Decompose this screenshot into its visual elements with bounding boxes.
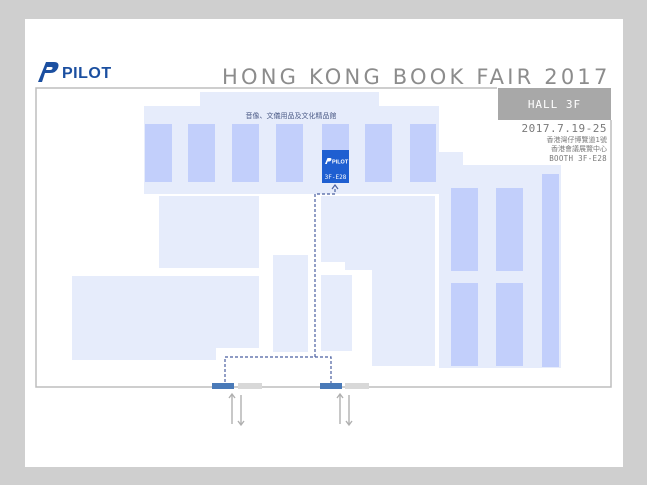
hall-zone: [72, 276, 259, 360]
pilot-logo-icon: [38, 62, 59, 82]
booth-block: [232, 124, 259, 182]
hall-zone: [321, 196, 435, 366]
booth-block: [276, 124, 303, 182]
area-label: 音像、文儀用品及文化精品館: [246, 111, 337, 120]
up-arrow-icon: [336, 392, 344, 424]
hall-zone: [200, 92, 379, 106]
route-arrow-icon: [331, 184, 339, 190]
down-arrow-icon: [237, 395, 245, 427]
route-path: [224, 189, 336, 383]
booth-block: [451, 283, 478, 366]
booth-block: [542, 174, 559, 367]
event-info: 2017.7.19-25 香港灣仔博覽道1號 香港會議展覽中心 BOOTH 3F…: [496, 122, 607, 164]
booth-code: 3F-E28: [325, 174, 347, 181]
booth-block: [451, 188, 478, 271]
hall-zone: [273, 255, 308, 352]
booth-block: [145, 124, 172, 182]
entrance-inactive: [238, 383, 262, 389]
hall-label: HALL 3F: [498, 88, 611, 120]
venue-address: 香港灣仔博覽道1號: [546, 136, 607, 144]
hall-zone: [159, 196, 259, 268]
down-arrow-icon: [345, 395, 353, 427]
booth-number: BOOTH 3F-E28: [549, 154, 607, 163]
booth-block: [188, 124, 215, 182]
booth-block: [365, 124, 392, 182]
brand-name: PILOT: [62, 65, 112, 82]
highlight-booth[interactable]: [322, 150, 349, 183]
entrance-inactive: [345, 383, 369, 389]
hall-outline: [35, 87, 612, 388]
event-dates: 2017.7.19-25: [521, 122, 607, 135]
booth-block: [410, 124, 436, 182]
pilot-logo-icon: [325, 158, 332, 164]
entrance-active[interactable]: [212, 383, 234, 389]
booth-block: [496, 188, 523, 271]
booth-brand: PILOT: [332, 160, 349, 166]
entrance-active[interactable]: [320, 383, 342, 389]
pilot-logo: PILOT: [38, 62, 112, 82]
up-arrow-icon: [228, 392, 236, 424]
hall-zone: [321, 275, 352, 351]
booth-block: [496, 283, 523, 366]
fair-title: HONG KONG BOOK FAIR 2017: [222, 65, 611, 89]
venue-name: 香港會議展覽中心: [551, 145, 607, 153]
